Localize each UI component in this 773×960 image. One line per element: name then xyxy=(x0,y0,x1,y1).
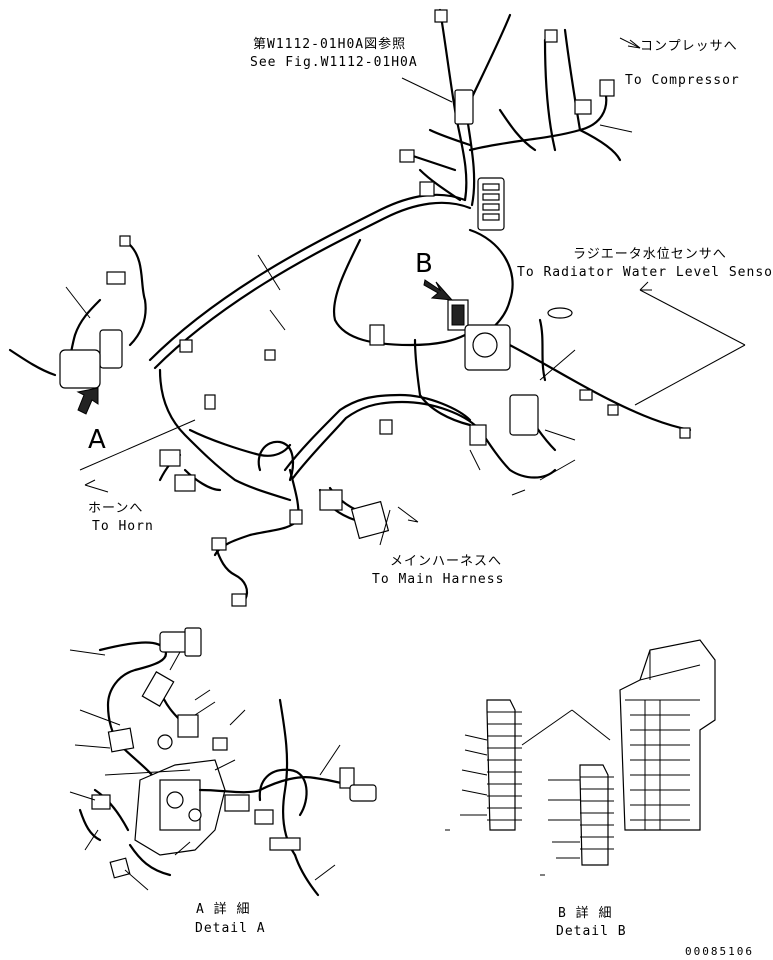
horn-jp-label: ホーンへ xyxy=(88,501,143,516)
radiator-en-label: To Radiator Water Level Sensor xyxy=(517,265,773,280)
detail-a-drawing xyxy=(69,627,377,897)
view-marker-a: A xyxy=(88,425,106,455)
detail-b-drawing xyxy=(445,639,716,876)
reference-en-label: See Fig.W1112-01H0A xyxy=(250,55,418,70)
reference-jp-label: 第W1112-01H0A図参照 xyxy=(253,36,406,52)
view-arrow-a xyxy=(76,387,99,415)
leader-lines xyxy=(65,37,746,546)
compressor-en-label: To Compressor xyxy=(625,73,740,88)
detail-a-en-label: Detail A xyxy=(195,921,266,936)
upper-connectors xyxy=(59,9,691,607)
radiator-jp-label: ラジエータ水位センサへ xyxy=(573,247,727,262)
view-arrow-b xyxy=(423,279,454,301)
detail-b-jp-label: B 詳 細 xyxy=(558,905,612,921)
drawing-number: 00085106 xyxy=(685,945,754,958)
main-harness-en-label: To Main Harness xyxy=(372,572,504,587)
detail-b-en-label: Detail B xyxy=(556,924,627,939)
detail-a-jp-label: A 詳 細 xyxy=(196,901,250,917)
main-harness-jp-label: メインハーネスへ xyxy=(390,554,502,569)
compressor-jp-label: コンプレッサへ xyxy=(640,39,738,54)
horn-en-label: To Horn xyxy=(92,519,154,534)
view-marker-b: B xyxy=(415,249,433,279)
